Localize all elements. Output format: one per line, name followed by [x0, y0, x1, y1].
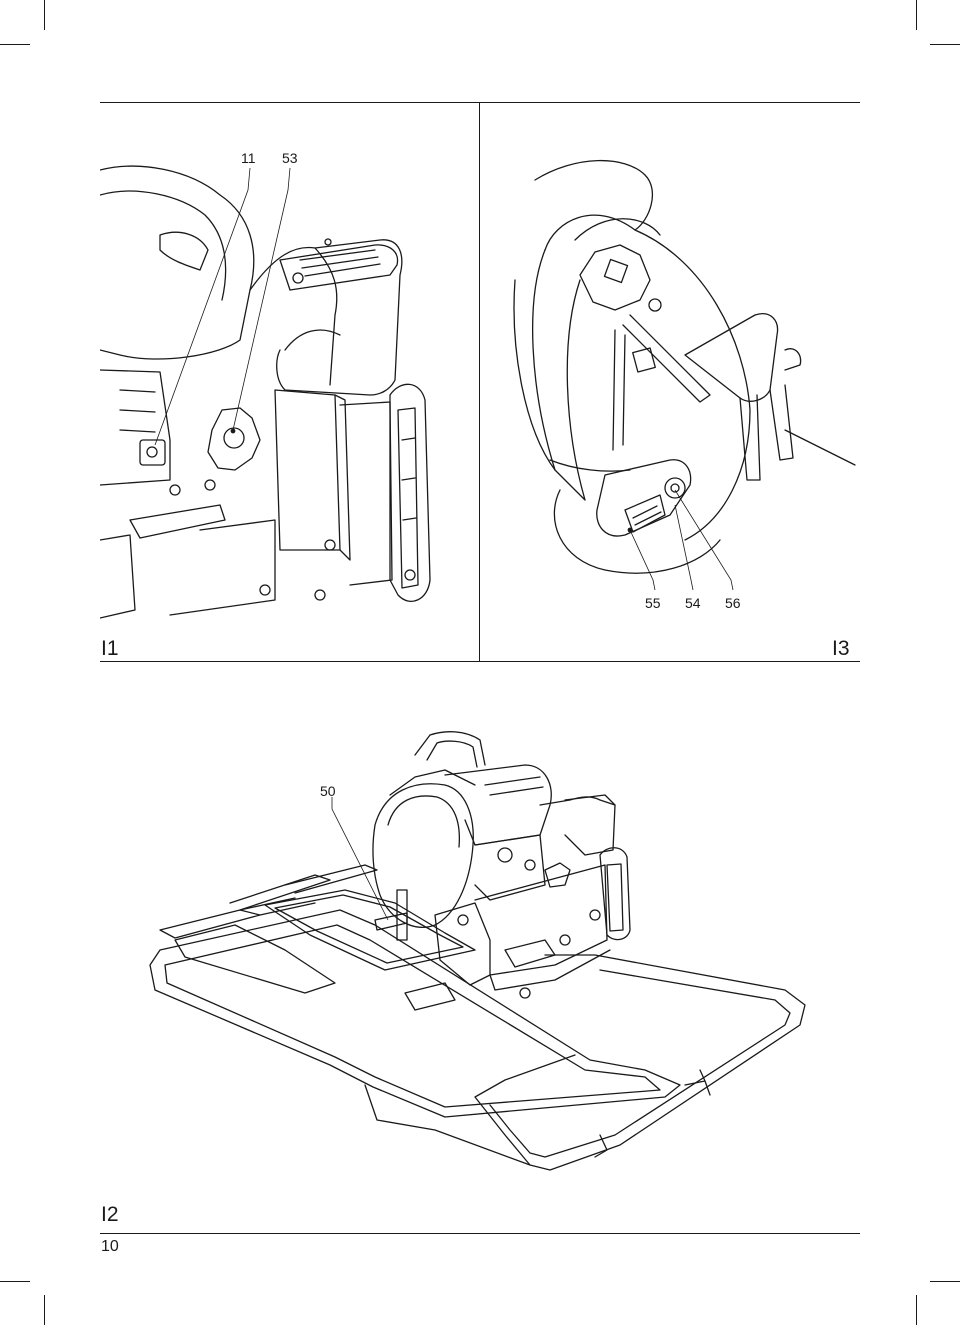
figure-i3-illustration: [485, 140, 860, 610]
figure-i1-leaders: [100, 150, 320, 450]
figure-label-i2: I2: [101, 1203, 119, 1226]
crop-mark-bottom-left-h: [0, 1281, 30, 1282]
crop-mark-bottom-left-v: [44, 1295, 45, 1325]
crop-mark-top-left-v: [44, 0, 45, 30]
callout-50: 50: [320, 783, 336, 799]
callout-54: 54: [685, 595, 701, 611]
crop-mark-bottom-right-v: [916, 1295, 917, 1325]
page-number: 10: [101, 1238, 119, 1255]
figure-i3-leaders: [600, 470, 760, 600]
crop-mark-top-left-h: [0, 44, 30, 45]
figure-i2-illustration: [145, 725, 810, 1180]
callout-55: 55: [645, 595, 661, 611]
callout-11: 11: [241, 150, 256, 166]
crop-mark-bottom-right-h: [930, 1281, 960, 1282]
bottom-rule: [100, 1233, 860, 1234]
top-rule: [100, 102, 860, 103]
callout-53: 53: [282, 150, 298, 166]
crop-mark-top-right-h: [930, 44, 960, 45]
figure-row-rule: [100, 661, 860, 662]
figure-i2-leaders: [320, 795, 400, 935]
figure-label-i3: I3: [832, 637, 850, 660]
crop-mark-top-right-v: [916, 0, 917, 30]
callout-56: 56: [725, 595, 741, 611]
figure-i1-illustration: [100, 140, 475, 620]
figure-label-i1: I1: [101, 637, 119, 660]
column-divider: [479, 102, 480, 662]
